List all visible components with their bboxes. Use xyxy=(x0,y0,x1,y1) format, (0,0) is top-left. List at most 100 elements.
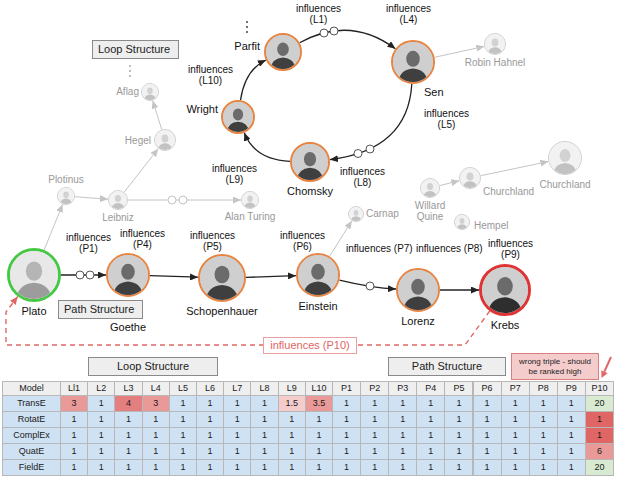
table-cell: 1 xyxy=(169,459,197,476)
table-cell: 1 xyxy=(142,427,170,444)
table-cell-text: 1 xyxy=(251,444,277,459)
table-cell: 1 xyxy=(196,395,224,412)
table-cell-text: 1 xyxy=(558,460,585,475)
table-cell-text: 1 xyxy=(474,396,501,411)
photo-background xyxy=(109,191,127,209)
table-header-cell: P3 xyxy=(388,381,417,396)
portrait-photo xyxy=(223,102,253,132)
table-cell-text: L3 xyxy=(115,382,141,395)
table-header-cell: L5 xyxy=(169,381,197,396)
person-node: Krebs xyxy=(479,264,531,316)
table-cell: 1 xyxy=(501,411,530,428)
table-cell: 1 xyxy=(557,411,586,428)
table-cell: 1 xyxy=(501,427,530,444)
table-cell: ComplEx xyxy=(2,427,61,444)
portrait-silhouette xyxy=(242,192,258,208)
table-cell: RotatE xyxy=(2,411,61,428)
table-cell-text: 1 xyxy=(88,428,114,443)
faded-person-node: Aflag xyxy=(141,83,159,101)
table-cell-text: 1 xyxy=(143,412,169,427)
table-cell-text: P1 xyxy=(333,382,360,395)
table-cell: 1 xyxy=(529,427,558,444)
table-cell-text: P4 xyxy=(417,382,444,395)
edge-label: influences (P4) xyxy=(120,228,165,250)
table-cell: 1 xyxy=(60,443,88,460)
callout-box: wrong triple - should be ranked high xyxy=(511,353,599,380)
table-cell: 1 xyxy=(557,427,586,444)
shoulders xyxy=(303,281,333,295)
portrait-photo xyxy=(108,255,148,295)
hop-dot xyxy=(354,150,362,158)
table-cell-text: 1 xyxy=(389,428,416,443)
table-cell: 1 xyxy=(332,395,361,412)
shoulders xyxy=(487,47,502,54)
table-cell: 1 xyxy=(250,411,278,428)
table-cell-text: L7 xyxy=(224,382,250,395)
table-cell-text: 1 xyxy=(224,460,250,475)
table-cell: 1 xyxy=(585,411,614,428)
portrait-photo xyxy=(398,270,438,310)
portrait-photo xyxy=(349,207,363,221)
head xyxy=(467,172,474,180)
table-cell-text: 3 xyxy=(61,396,87,411)
table-cell: 1 xyxy=(585,427,614,444)
table-cell-text: 1 xyxy=(306,412,332,427)
head xyxy=(162,134,169,142)
table-cell: 1 xyxy=(444,411,473,428)
table-cell: 1 xyxy=(87,427,115,444)
table-cell-text: 1 xyxy=(530,444,557,459)
table-cell-text: 1 xyxy=(558,412,585,427)
table-cell-text: 1 xyxy=(417,428,444,443)
table-cell-text: 1 xyxy=(279,460,305,475)
table-cell-text: 1 xyxy=(417,444,444,459)
table-cell-text: 1 xyxy=(224,396,250,411)
portrait-photo xyxy=(298,255,338,295)
structure-label: Path Structure xyxy=(394,360,500,373)
table-cell-text: L2 xyxy=(88,382,114,395)
connector xyxy=(440,289,479,290)
shoulders xyxy=(157,143,172,150)
table-cell-text: 1 xyxy=(115,412,141,427)
structure-label-box: Path Structure xyxy=(388,357,506,376)
table-cell-text: 1 xyxy=(361,444,388,459)
person-node: Goethe xyxy=(106,253,150,297)
portrait-silhouette xyxy=(109,191,127,209)
table-cell: FieldE xyxy=(2,459,61,476)
table-cell-text: 20 xyxy=(586,396,613,411)
table-cell-text: 1 xyxy=(251,460,277,475)
table-cell: 20 xyxy=(585,395,614,412)
photo-background xyxy=(460,168,480,188)
connector xyxy=(44,204,63,250)
table-cell-text: 1 xyxy=(389,444,416,459)
table-cell-text: 1 xyxy=(143,428,169,443)
portrait-silhouette xyxy=(393,42,433,82)
structure-label: Path Structure xyxy=(64,303,137,316)
table-cell-text: 1 xyxy=(417,396,444,411)
table-cell-text: 1 xyxy=(88,396,114,411)
table-cell: 1 xyxy=(305,411,333,428)
table-header-cell: P8 xyxy=(529,381,558,396)
table-header-cell: P5 xyxy=(444,381,473,396)
head xyxy=(147,88,152,94)
table-cell: 1 xyxy=(444,427,473,444)
head xyxy=(215,266,230,284)
table-cell-text: L6 xyxy=(197,382,223,395)
table-cell-text: 1 xyxy=(389,412,416,427)
dot xyxy=(246,31,248,33)
table-header-cell: P4 xyxy=(416,381,445,396)
table-cell-text: 1 xyxy=(530,428,557,443)
table-header-cell: P1 xyxy=(332,381,361,396)
table-cell-text: 1 xyxy=(417,412,444,427)
edge-label: influences (P1) xyxy=(66,232,111,254)
table-cell-text: P2 xyxy=(361,382,388,395)
photo-background xyxy=(58,188,74,204)
portrait-silhouette xyxy=(108,255,148,295)
table-cell-text: P6 xyxy=(474,382,501,395)
head xyxy=(497,277,513,295)
table-cell: 1 xyxy=(114,459,142,476)
table-cell-text: 1 xyxy=(88,444,114,459)
person-name: Einstein xyxy=(298,300,337,313)
person-name: Parfit xyxy=(234,40,260,53)
person-name: Sen xyxy=(424,86,444,99)
portrait-silhouette xyxy=(58,188,74,204)
